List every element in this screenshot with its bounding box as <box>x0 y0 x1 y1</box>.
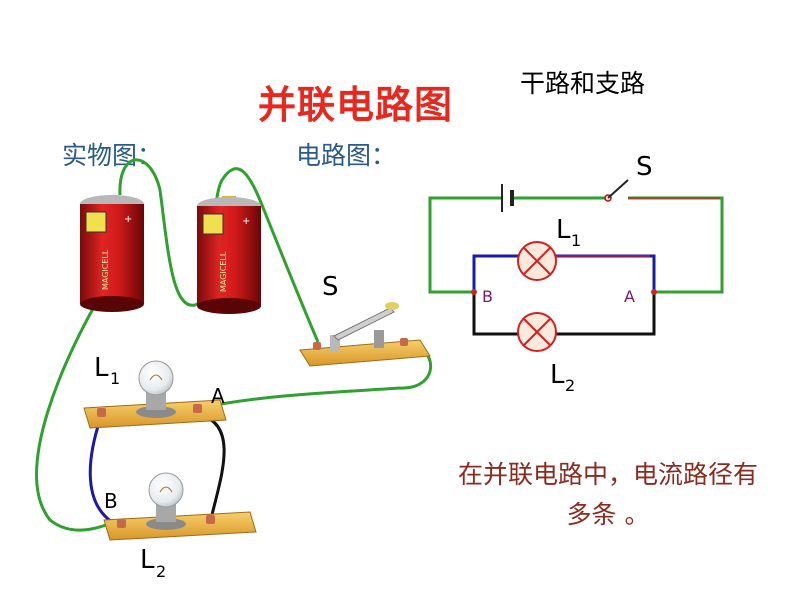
schematic-lamp2-sub: 2 <box>565 376 575 395</box>
physical-point-a: A <box>211 384 225 408</box>
schematic-node-a: A <box>624 287 635 306</box>
svg-text:+: + <box>124 214 132 225</box>
schematic-diagram: S L 1 L 2 B A <box>428 152 724 395</box>
junction-b <box>471 289 477 295</box>
branch-wire-black-physical <box>199 413 226 516</box>
schematic-main-wire-left <box>428 196 502 294</box>
physical-point-b: B <box>104 489 118 513</box>
branch2-wire-left <box>472 292 518 336</box>
conclusion-note: 在并联电路中，电流路径有多条 。 <box>458 460 759 529</box>
schematic-lamp1-label: L <box>556 215 571 245</box>
junction-a <box>651 289 657 295</box>
physical-lamp1-label: L <box>94 353 109 383</box>
wire-switch-to-a <box>199 343 433 410</box>
physical-diagram-label: 实物图： <box>62 141 163 170</box>
branch-wire-blue-physical <box>88 419 113 524</box>
battery-1: + MAGICELL <box>80 195 144 312</box>
schematic-switch-label: S <box>636 152 653 182</box>
schematic-lamp2-label: L <box>550 360 565 390</box>
wire-battery-to-b <box>35 304 121 532</box>
branch1-wire-right <box>556 254 656 292</box>
schematic-main-wire-right <box>628 196 724 294</box>
svg-text:+: + <box>242 216 250 227</box>
battery-2-brand: MAGICELL <box>219 251 228 292</box>
schematic-lamp1-sub: 1 <box>571 231 581 250</box>
lamp-board-2 <box>103 472 257 541</box>
schematic-diagram-label: 电路图： <box>296 141 397 170</box>
branch2-wire-right <box>556 292 656 336</box>
physical-switch-label: S <box>322 272 339 302</box>
physical-lamp2-label: L <box>140 545 155 575</box>
physical-lamp1-sub: 1 <box>110 369 120 388</box>
schematic-node-b: B <box>482 287 493 306</box>
physical-diagram: + MAGICELL + MAGICELL <box>35 158 433 581</box>
branch1-wire-left <box>472 254 520 292</box>
lamp-symbol-l1 <box>517 241 557 281</box>
switch-blade <box>607 179 629 199</box>
subtitle: 干路和支路 <box>520 69 646 98</box>
knife-switch <box>299 302 431 367</box>
page-title: 并联电路图 <box>258 83 454 127</box>
lamp-board-1 <box>83 360 227 429</box>
battery-2: + MAGICELL <box>197 196 261 314</box>
physical-lamp2-sub: 2 <box>156 562 166 581</box>
lamp-symbol-l2 <box>517 312 557 352</box>
battery-1-brand: MAGICELL <box>101 249 110 290</box>
